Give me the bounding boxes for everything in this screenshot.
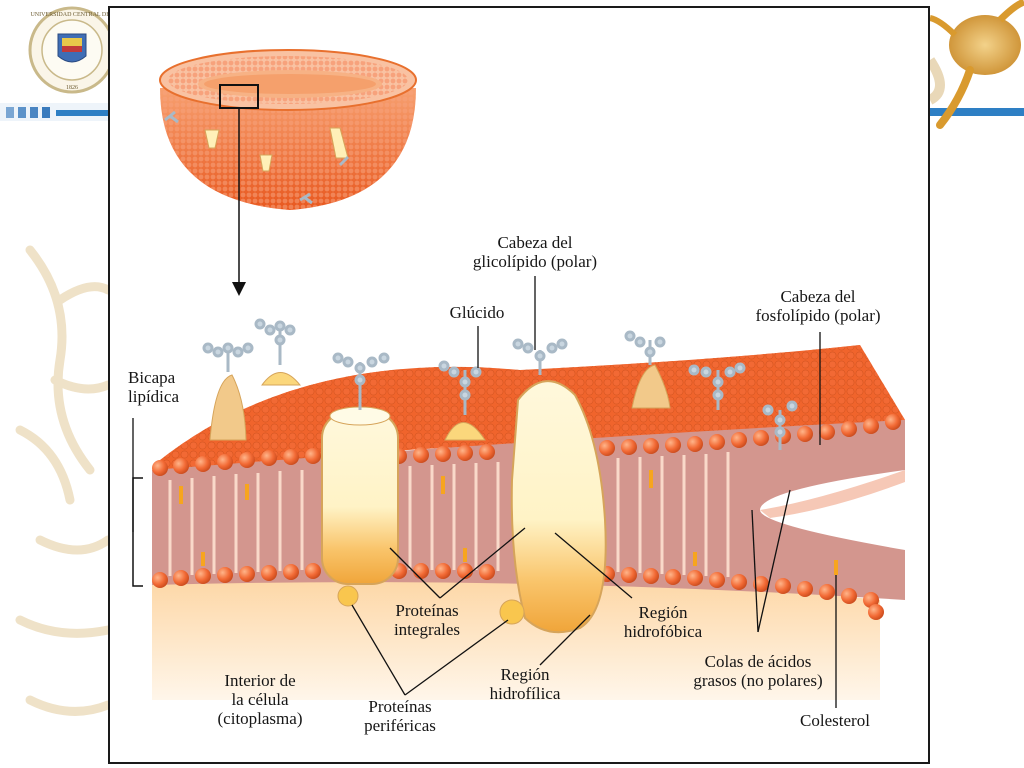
- zoom-arrow: [232, 282, 246, 296]
- cytoplasm: [152, 575, 880, 700]
- label-carbohydrate: Glúcido: [449, 303, 505, 322]
- decorative-branches: [15, 245, 113, 716]
- peripheral-protein: [337, 585, 359, 607]
- svg-text:1826: 1826: [66, 85, 78, 91]
- peripheral-protein: [499, 599, 525, 625]
- university-logo: 1826 UNIVERSIDAD CENTRAL DEL: [28, 6, 116, 94]
- surface-protein: [631, 364, 671, 409]
- bilayer-bracket: [132, 477, 143, 587]
- label-cholesterol: Colesterol: [800, 711, 870, 730]
- neuron-decoration: [925, 0, 1024, 129]
- glycan-chains: [202, 318, 798, 450]
- right-accent-bar: [930, 108, 1024, 116]
- surface-protein: [444, 422, 486, 441]
- leader-lines: [351, 276, 837, 708]
- integral-protein-right: [510, 380, 607, 634]
- integral-protein-left: [321, 406, 399, 585]
- svg-text:UNIVERSIDAD CENTRAL DEL: UNIVERSIDAD CENTRAL DEL: [30, 12, 113, 18]
- surface-protein: [209, 374, 247, 441]
- surface-protein: [261, 372, 302, 386]
- cell-cutaway: [159, 49, 417, 296]
- left-accent-bar: [0, 103, 108, 121]
